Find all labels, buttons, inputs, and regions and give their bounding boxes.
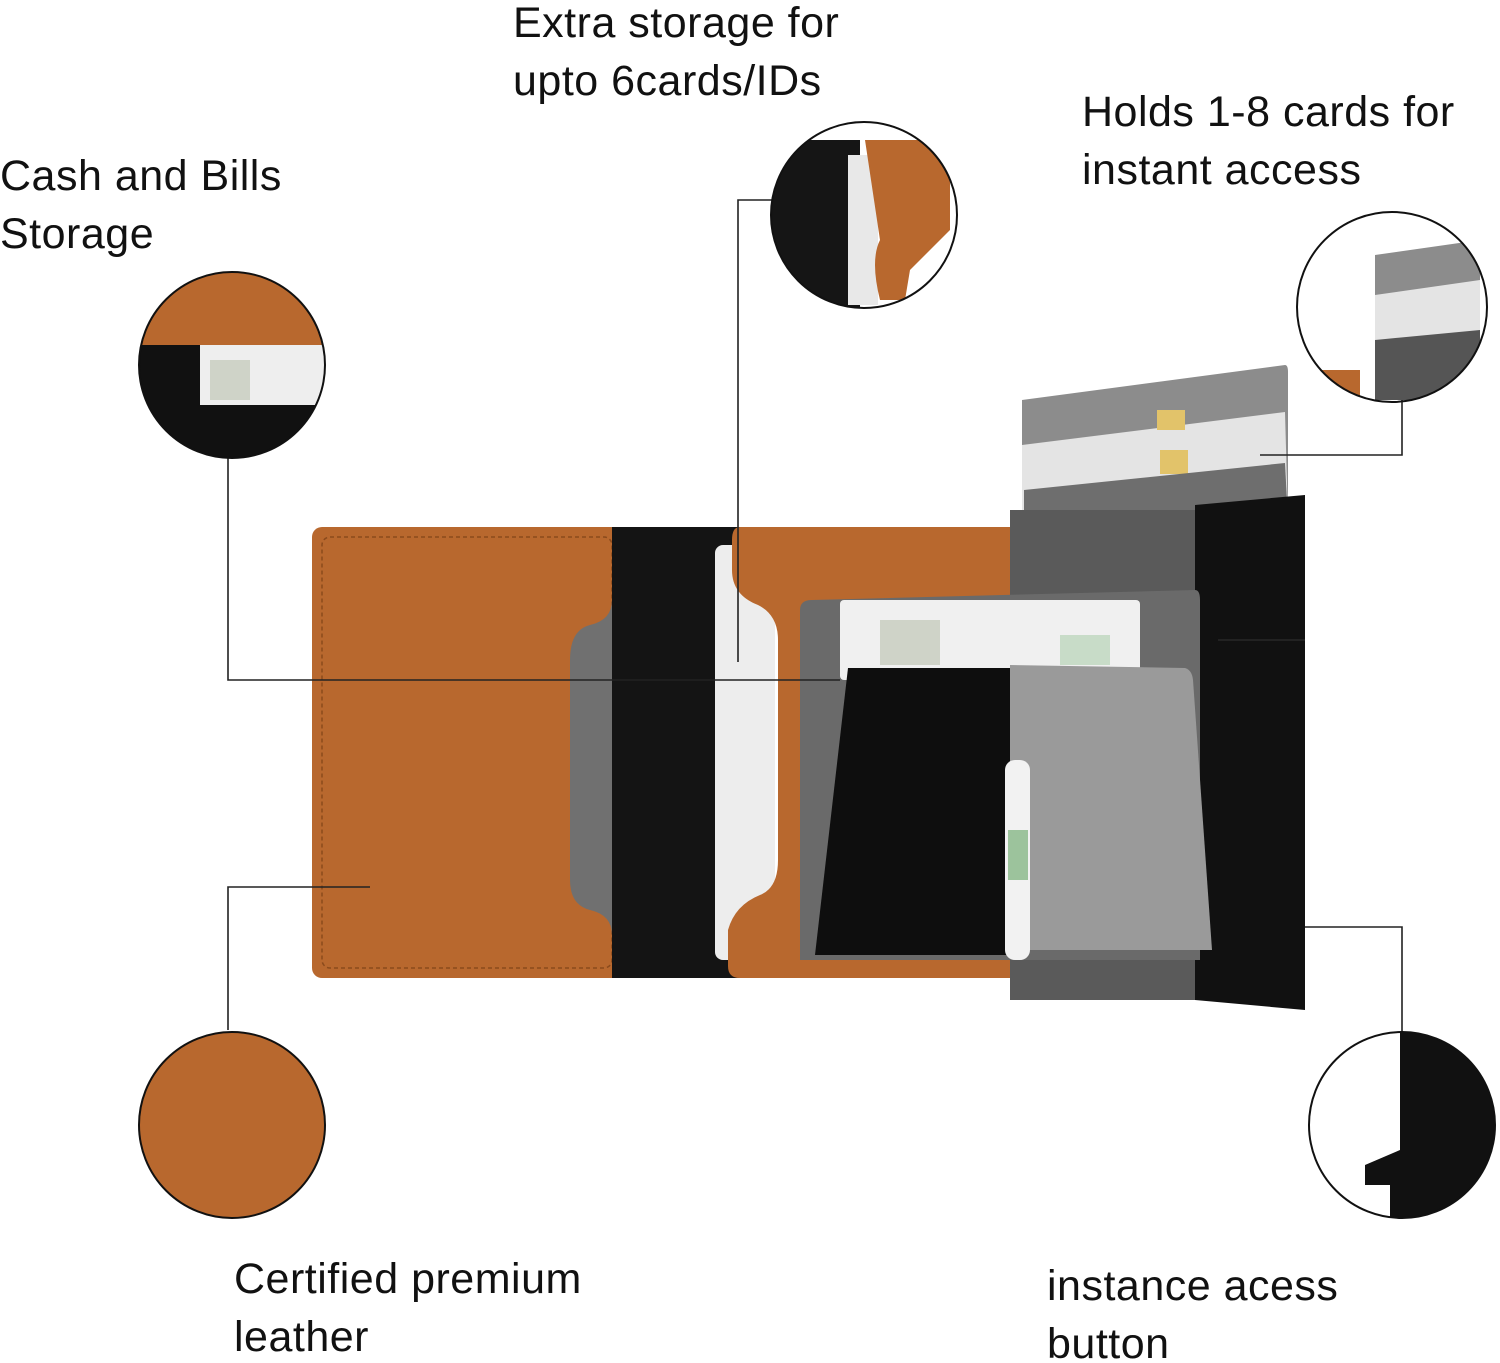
- callout-button: instance acess button: [1047, 1257, 1338, 1363]
- zoom-circle-cash: [138, 271, 326, 459]
- callout-text-line: Certified premium: [234, 1255, 582, 1303]
- zoom-circle-leather: [138, 1031, 326, 1219]
- callout-text-line: Storage: [0, 210, 155, 258]
- callout-text-line: instance acess: [1047, 1262, 1339, 1310]
- middle-strip: [612, 527, 775, 978]
- callout-text-line: Cash and Bills: [0, 152, 282, 200]
- callout-cash-bills: Cash and Bills Storage: [0, 147, 282, 263]
- zoom-circle-cards: [1296, 211, 1488, 403]
- callout-text-line: Holds 1-8 cards for: [1082, 88, 1455, 136]
- pop-up-cards: [1022, 365, 1288, 520]
- callout-text-line: Extra storage for: [513, 0, 840, 47]
- callout-text-line: upto 6cards/IDs: [513, 57, 822, 105]
- zoom-circle-extra-storage: [770, 121, 958, 309]
- callout-text-line: instant access: [1082, 146, 1362, 194]
- cash-slot: [800, 590, 1212, 960]
- callout-holds-cards: Holds 1-8 cards for instant access: [1082, 83, 1455, 199]
- callout-extra-storage: Extra storage for upto 6cards/IDs: [513, 0, 839, 110]
- callout-lines: [227, 199, 1403, 1032]
- callout-text-line: button: [1047, 1320, 1170, 1363]
- callout-text-line: leather: [234, 1313, 369, 1361]
- leather-panel-left: [312, 527, 625, 978]
- callout-leather: Certified premium leather: [234, 1250, 582, 1363]
- zoom-circle-button: [1308, 1031, 1496, 1219]
